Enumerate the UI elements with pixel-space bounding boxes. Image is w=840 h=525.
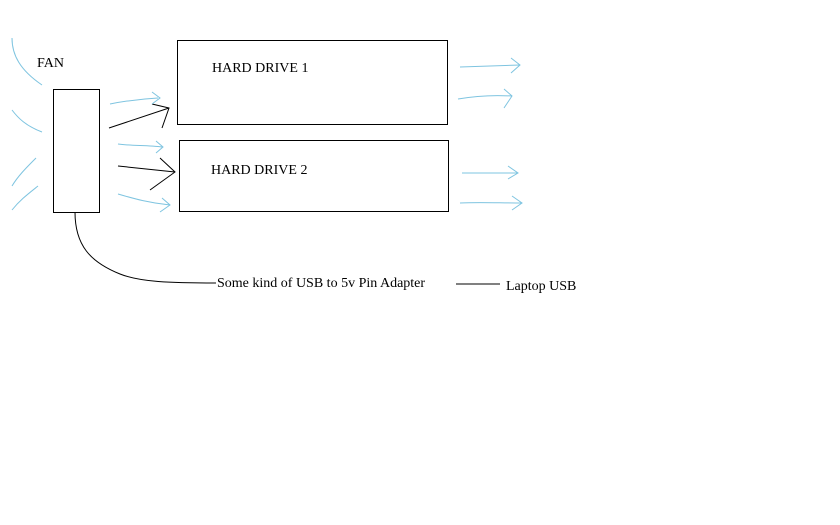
intake-line-3 (11, 157, 37, 187)
exhaust-line-1-head (510, 57, 521, 74)
inner-line-3-head (159, 197, 171, 213)
fan-arrow-lower-shaft (117, 165, 176, 173)
inner-air-lines (109, 91, 171, 213)
adapter-label: Some kind of USB to 5v Pin Adapter (217, 276, 426, 291)
exhaust-line-2-shaft (457, 95, 513, 100)
inner-line-2-shaft (117, 143, 163, 148)
exhaust-line-4-head (511, 195, 523, 211)
inner-line-2-head (155, 140, 164, 154)
intake-line-4 (11, 185, 39, 211)
hard-drive-2-box (179, 140, 449, 212)
inner-line-1-head (151, 91, 161, 105)
fan-arrow-upper-shaft (108, 107, 170, 129)
intake-line-1 (11, 37, 43, 86)
fan-arrow-upper-head (151, 103, 170, 129)
fan-cable (74, 211, 217, 284)
exhaust-line-1-shaft (459, 64, 521, 68)
intake-air-lines (11, 37, 43, 211)
hard-drive-1-box (177, 40, 448, 125)
fan-box (53, 89, 100, 213)
fan-label: FAN (37, 56, 64, 71)
exhaust-line-3-head (507, 165, 519, 180)
hard-drive-2-label: HARD DRIVE 2 (211, 163, 308, 178)
exhaust-air-lines (457, 57, 523, 211)
exhaust-line-2-head (503, 88, 513, 109)
inner-line-3-shaft (117, 193, 171, 206)
fan-airflow-arrows (108, 103, 176, 191)
intake-line-2 (11, 109, 43, 133)
inner-line-1-shaft (109, 97, 159, 105)
fan-arrow-lower-head (149, 157, 176, 191)
hard-drive-1-label: HARD DRIVE 1 (212, 61, 309, 76)
laptop-usb-label: Laptop USB (506, 279, 577, 294)
